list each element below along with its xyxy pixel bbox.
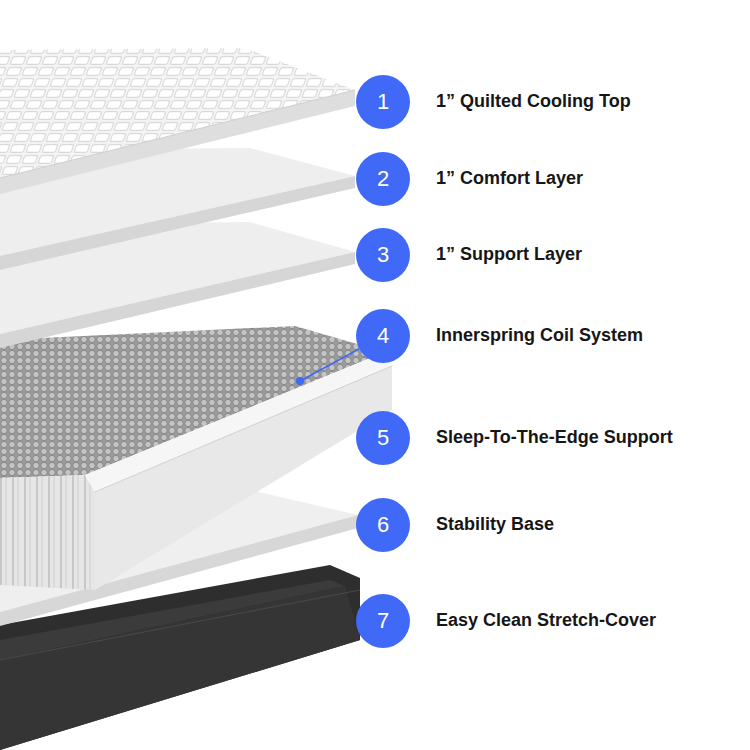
part-name: Easy Clean Stretch-Cover [436,610,656,632]
part-name: 1” Support Layer [436,244,582,266]
callout-circle: 6 [356,498,410,552]
part-name: Sleep-To-The-Edge Support [436,427,673,449]
callout-number: 4 [377,325,389,347]
callout-circle: 3 [356,228,410,282]
edge-support [85,352,392,590]
callout-number: 1 [377,91,389,113]
leader-line [302,349,359,380]
part-name: Innerspring Coil System [436,325,643,347]
callout-circle: 7 [356,594,410,648]
part-name: 1” Quilted Cooling Top [436,91,631,113]
callout-number: 2 [377,168,389,190]
callout-circle: 1 [356,75,410,129]
callout-number: 3 [377,244,389,266]
callout-circle: 2 [356,152,410,206]
callout-circle: 5 [356,411,410,465]
callout-number: 7 [377,610,389,632]
quilted-top [0,48,355,194]
leader-dot [296,377,304,385]
part-name: 1” Comfort Layer [436,168,583,190]
callout-number: 6 [377,514,389,536]
callout-circle: 4 [356,309,410,363]
callout-number: 5 [377,427,389,449]
part-name: Stability Base [436,514,554,536]
